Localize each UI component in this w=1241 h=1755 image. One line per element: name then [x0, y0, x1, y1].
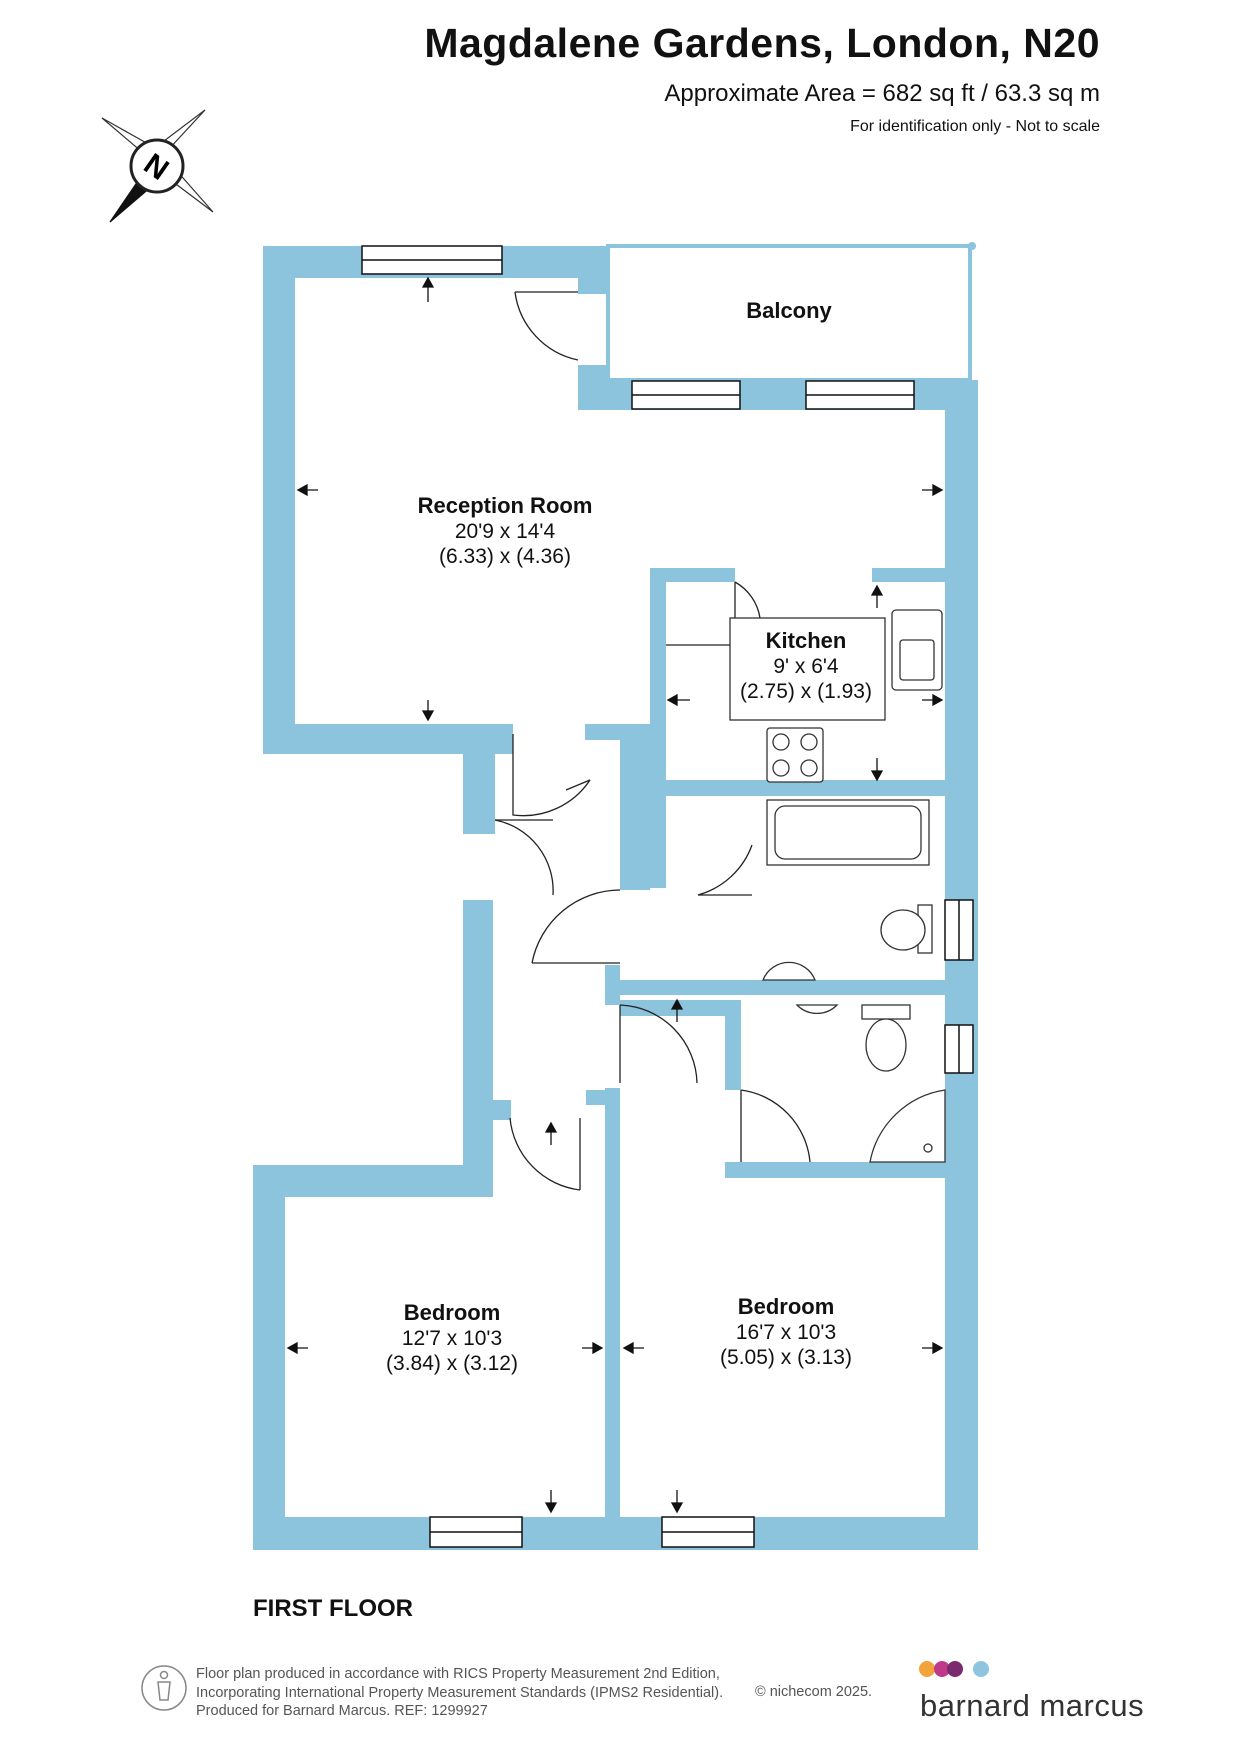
brand-logo-dots [919, 1661, 989, 1677]
room-kitchen-metric: (2.75) x (1.93) [740, 680, 872, 703]
room-reception-name: Reception Room [418, 493, 593, 518]
footer-line-1: Floor plan produced in accordance with R… [196, 1666, 720, 1682]
brand-name: barnard marcus [920, 1688, 1145, 1723]
fixtures [729, 609, 946, 1163]
room-reception-metric: (6.33) x (4.36) [439, 545, 571, 568]
balcony-outline [606, 244, 972, 382]
room-bedroom2-name: Bedroom [738, 1294, 835, 1319]
room-reception-imperial: 20'9 x 14'4 [455, 520, 556, 543]
measurement-arrows [286, 276, 944, 1514]
room-bedroom1-name: Bedroom [404, 1300, 501, 1325]
room-kitchen-imperial: 9' x 6'4 [773, 655, 839, 678]
footer-copyright: © nichecom 2025. [755, 1684, 873, 1700]
approximate-area: Approximate Area = 682 sq ft / 63.3 sq m [664, 80, 1100, 107]
room-bedroom1-imperial: 12'7 x 10'3 [402, 1327, 502, 1350]
room-kitchen-name: Kitchen [766, 628, 847, 653]
doors [494, 291, 811, 1191]
footer-notes: Floor plan produced in accordance with R… [196, 1665, 723, 1721]
footer-line-3: Produced for Barnard Marcus. REF: 129992… [196, 1703, 488, 1719]
page-title: Magdalene Gardens, London, N20 [424, 20, 1100, 66]
compass-icon: N [101, 109, 214, 223]
person-icon [141, 1665, 187, 1711]
windows [361, 245, 974, 1548]
room-bedroom1-metric: (3.84) x (3.12) [386, 1352, 518, 1375]
scale-note: For identification only - Not to scale [850, 118, 1100, 135]
room-bedroom2-imperial: 16'7 x 10'3 [736, 1321, 836, 1344]
floor-label: FIRST FLOOR [253, 1595, 413, 1622]
walls [253, 246, 978, 1550]
room-balcony-name: Balcony [746, 298, 832, 323]
room-bedroom2-metric: (5.05) x (3.13) [720, 1346, 852, 1369]
footer-line-2: Incorporating International Property Mea… [196, 1684, 724, 1701]
